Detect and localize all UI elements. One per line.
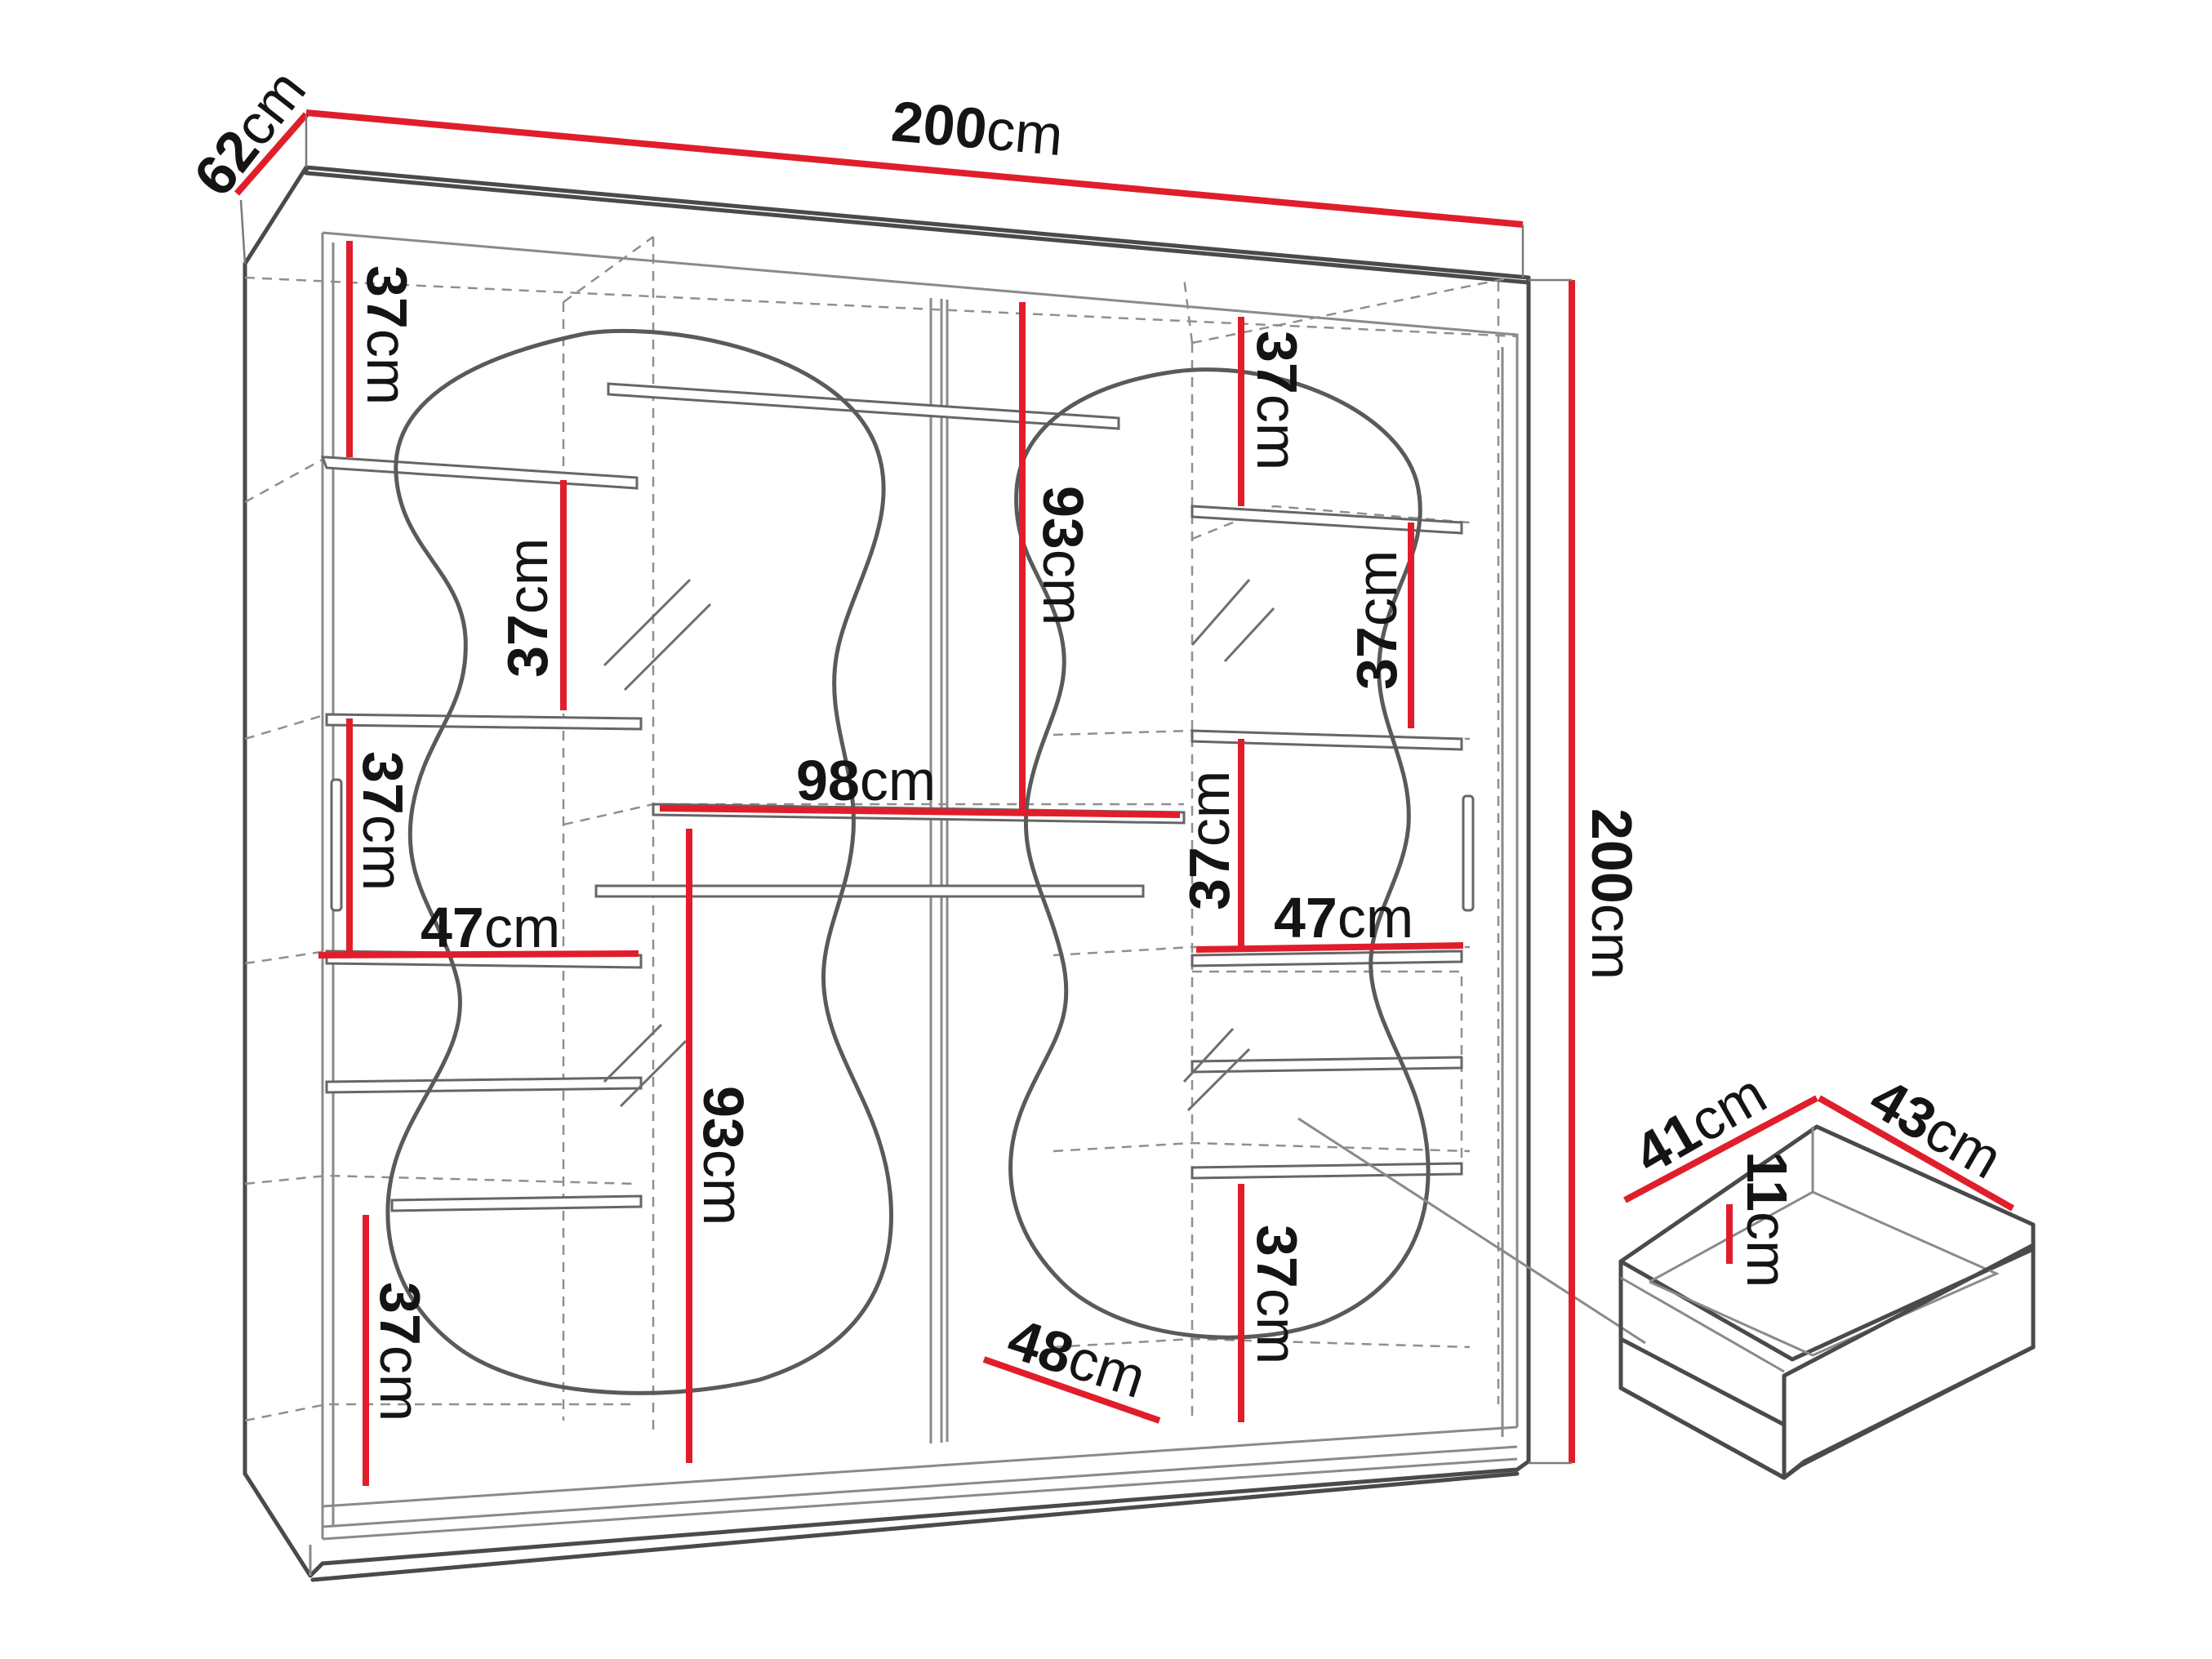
center-lower-height-label: 93cm (692, 1086, 755, 1225)
right-shelf-width-label: 47cm (1274, 886, 1413, 950)
height-label: 200cm (1580, 808, 1644, 980)
right-shelf-2-label: 37cm (1345, 550, 1409, 690)
drawer-height-label: 11cm (1735, 1151, 1799, 1288)
right-mirror (1008, 367, 1431, 1340)
right-shelf-1-label: 37cm (1245, 331, 1309, 470)
left-shelf-1-label: 37cm (355, 265, 419, 405)
left-shelf-width-label: 47cm (421, 896, 560, 959)
depth-dim-line (234, 112, 309, 196)
left-shelf-4-label: 37cm (368, 1282, 432, 1421)
right-door-handle (1462, 794, 1475, 912)
left-mirror (385, 328, 893, 1395)
left-shelf-3-label: 37cm (351, 751, 415, 891)
center-upper-height-label: 93cm (1031, 486, 1095, 625)
center-width-label: 98cm (796, 749, 936, 812)
door-mirrors (385, 328, 1431, 1395)
depth-label: 62cm (181, 58, 318, 207)
drawer-detail (1297, 1117, 2036, 1480)
width-dim-line (305, 109, 1524, 228)
dimension-labels: 62cm 200cm 200cm 37cm 37cm 37cm 47cm 37c… (181, 58, 2012, 1421)
drawer-width-label: 43cm (1860, 1065, 2013, 1190)
width-label: 200cm (889, 89, 1066, 167)
wardrobe-body (243, 165, 1531, 1582)
right-shelf-3-label: 37cm (1177, 771, 1241, 910)
dimension-lines (234, 109, 2014, 1486)
right-shelf-4-label: 37cm (1245, 1225, 1309, 1364)
left-shelf-2-label: 37cm (496, 538, 559, 678)
left-door-handle (330, 778, 343, 912)
wardrobe-interior (244, 235, 1518, 1437)
mirror-reflection-marks (603, 578, 1275, 1112)
